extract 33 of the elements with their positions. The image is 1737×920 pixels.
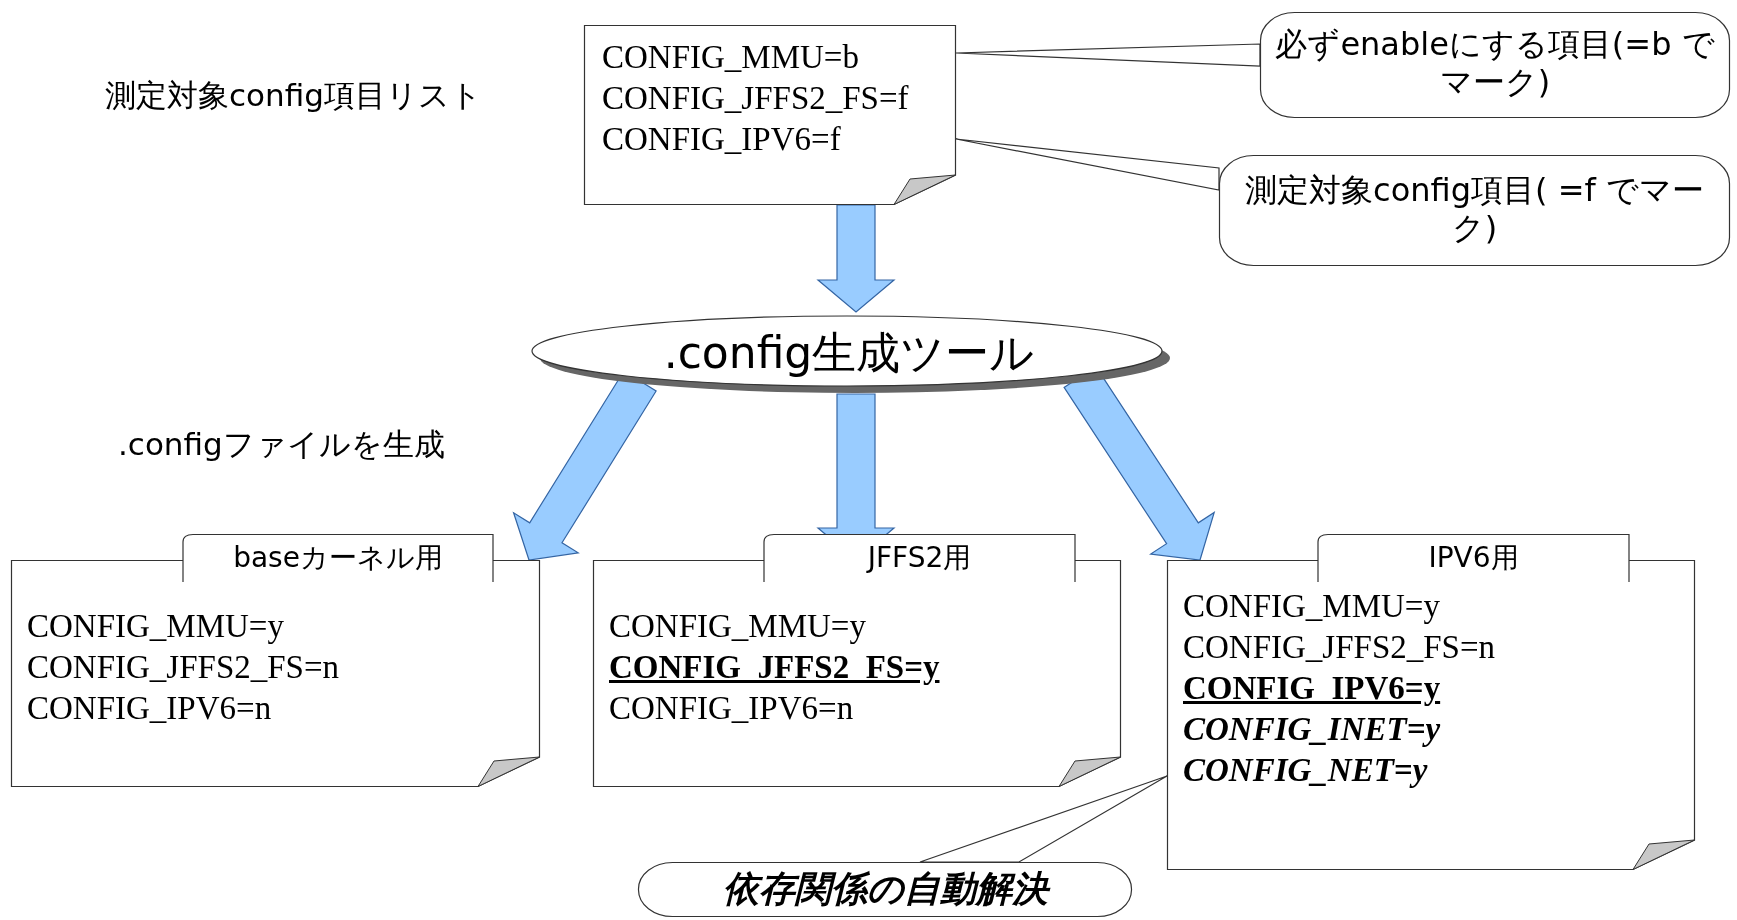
callout-bubble	[1219, 155, 1730, 266]
note-box	[584, 25, 956, 205]
step-note: .configファイルを生成	[118, 425, 445, 464]
config-line: CONFIG_JFFS2_FS=n	[1183, 628, 1496, 667]
config-line: CONFIG_INET=y	[1183, 710, 1441, 749]
note-box	[11, 534, 540, 787]
note-box	[1167, 534, 1695, 870]
tab-heading: IPV6用	[1427, 540, 1520, 576]
callout-bubble	[1260, 12, 1730, 118]
leader-line	[955, 43, 1261, 67]
config-line: CONFIG_MMU=b	[602, 38, 859, 77]
config-line: CONFIG_IPV6=f	[602, 120, 841, 159]
leader-line	[919, 775, 1168, 863]
block-arrow	[816, 204, 896, 313]
list-caption: 測定対象config項目リスト	[105, 76, 482, 115]
tab-heading: JFFS2用	[865, 540, 973, 576]
leader-line	[955, 138, 1220, 191]
tool-label: .config生成ツール	[662, 326, 1036, 380]
config-line: CONFIG_JFFS2_FS=f	[602, 79, 909, 118]
callout-text: 測定対象config項目( =f でマーク)	[1244, 171, 1705, 247]
tab-heading: baseカーネル用	[232, 540, 444, 576]
config-line: CONFIG_IPV6=n	[609, 689, 854, 728]
config-line: CONFIG_IPV6=y	[1183, 669, 1441, 708]
note-box	[593, 534, 1121, 787]
config-line: CONFIG_MMU=y	[1183, 587, 1440, 626]
config-line: CONFIG_NET=y	[1183, 751, 1428, 790]
config-line: CONFIG_JFFS2_FS=n	[27, 648, 340, 687]
config-line: CONFIG_MMU=y	[27, 607, 284, 646]
callout-text: 必ずenableにする項目(=b でマーク)	[1274, 25, 1716, 101]
callout-text: 依存関係の自動解決	[648, 867, 1122, 911]
config-line: CONFIG_JFFS2_FS=y	[609, 648, 940, 687]
config-line: CONFIG_MMU=y	[609, 607, 866, 646]
config-line: CONFIG_IPV6=n	[27, 689, 272, 728]
